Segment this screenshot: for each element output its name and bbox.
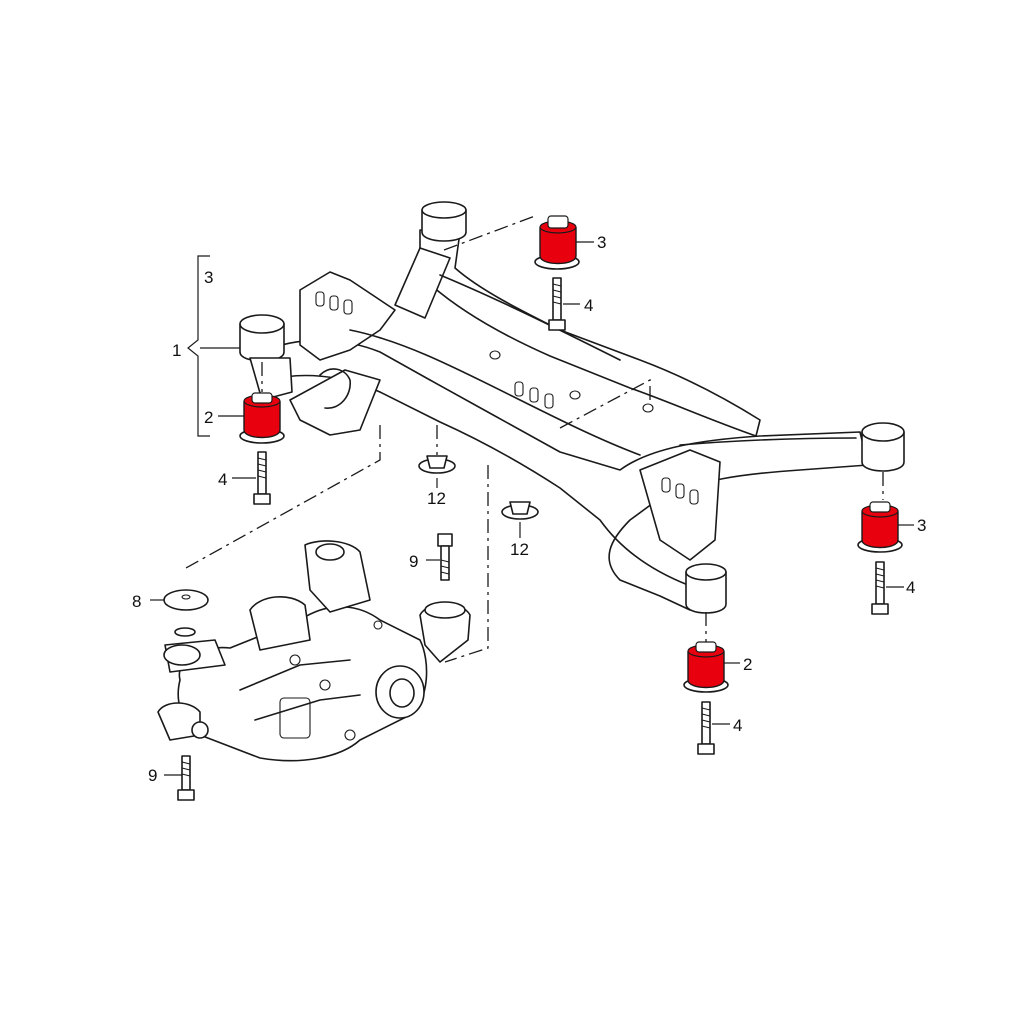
leader-lines bbox=[150, 241, 914, 776]
rear-subframe bbox=[261, 229, 869, 611]
clip-item-12-left bbox=[418, 455, 456, 474]
callout-labels: 3 1 2 4 3 4 3 4 2 4 8 9 9 12 12 bbox=[132, 233, 926, 785]
bolt-item-9-upper bbox=[437, 533, 453, 581]
group-brace bbox=[187, 255, 240, 437]
callout-12-left: 12 bbox=[427, 489, 446, 508]
mount-sleeve-left bbox=[239, 314, 293, 401]
callout-9-lower: 9 bbox=[148, 766, 157, 785]
callout-2-bottom: 2 bbox=[743, 655, 752, 674]
callout-3-right: 3 bbox=[917, 516, 926, 535]
bolt-item-9-lower bbox=[177, 755, 195, 801]
callout-group-1-top: 3 bbox=[204, 268, 213, 287]
assembly-lines bbox=[185, 215, 884, 663]
bushing-item-3-right bbox=[857, 501, 903, 553]
callout-group-1-bottom: 2 bbox=[204, 408, 213, 427]
mount-sleeve-bottom bbox=[685, 563, 727, 614]
bolt-item-4-right bbox=[871, 561, 889, 615]
callout-4-right: 4 bbox=[906, 578, 915, 597]
clip-item-12-center bbox=[501, 501, 539, 520]
bolt-item-4-top bbox=[548, 277, 566, 331]
callout-4-topright: 4 bbox=[584, 296, 593, 315]
rear-differential bbox=[157, 540, 471, 762]
bushing-item-2-bottom bbox=[683, 641, 729, 693]
callout-9-upper: 9 bbox=[409, 552, 418, 571]
mount-sleeve-right bbox=[861, 422, 905, 472]
callout-12-center: 12 bbox=[510, 540, 529, 559]
bushing-item-3-top bbox=[534, 215, 580, 270]
bushing-item-2-left bbox=[239, 392, 285, 444]
bracket-slots bbox=[315, 291, 699, 505]
callout-4-bottom: 4 bbox=[733, 716, 742, 735]
bolt-item-4-left bbox=[253, 451, 271, 505]
callout-3-topright: 3 bbox=[597, 233, 606, 252]
callout-group-1: 1 bbox=[172, 341, 181, 360]
callout-8: 8 bbox=[132, 592, 141, 611]
mount-sleeve-top bbox=[421, 201, 467, 242]
washer-item-8 bbox=[163, 589, 209, 611]
callout-4-left: 4 bbox=[218, 470, 227, 489]
bolt-item-4-bottom bbox=[697, 701, 715, 755]
